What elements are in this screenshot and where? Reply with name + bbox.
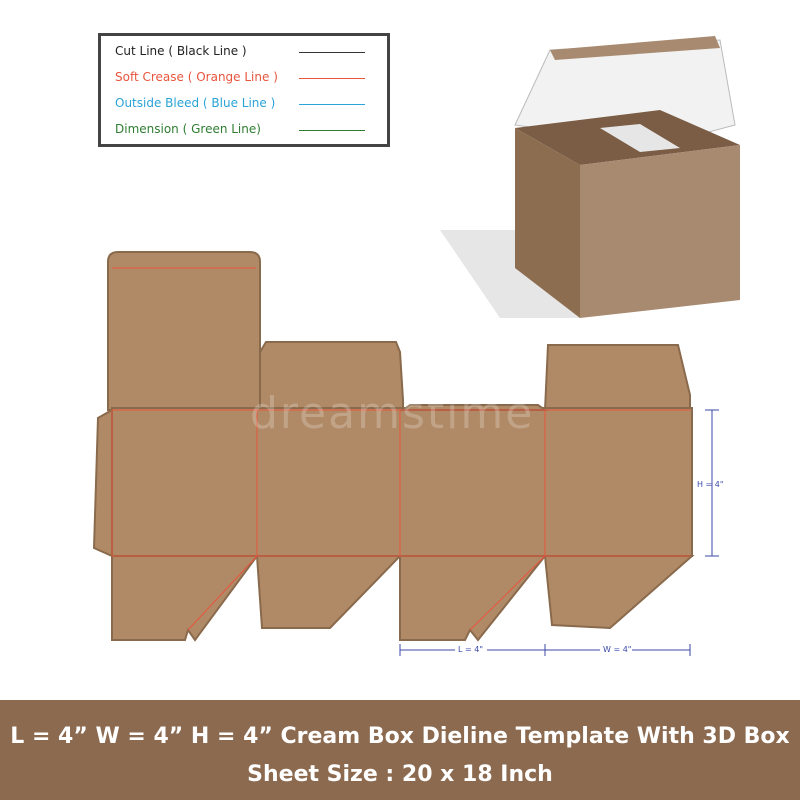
legend-line-sample	[299, 104, 365, 105]
panel-bottom-flap-2	[255, 555, 403, 629]
legend-label: Dimension ( Green Line)	[115, 122, 261, 136]
banner-subtitle: Sheet Size : 20 x 18 Inch	[247, 762, 553, 787]
legend-box: Cut Line ( Black Line ) Soft Crease ( Or…	[98, 33, 390, 147]
crease-line	[187, 555, 258, 631]
panel-dust-flap-2	[543, 344, 691, 411]
dieline-template: H = 4" L = 4" W = 4"	[92, 251, 724, 656]
legend-label: Cut Line ( Black Line )	[115, 44, 247, 58]
box-3d-illustration	[440, 36, 740, 318]
legend-item-soft-crease: Soft Crease ( Orange Line )	[115, 68, 375, 88]
dieline-diagram: H = 4" L = 4" W = 4"	[92, 36, 740, 656]
panel-bottom-flap-1	[111, 555, 259, 642]
crease-line	[469, 555, 546, 631]
legend-line-sample	[299, 78, 365, 79]
legend-line-sample	[299, 52, 365, 53]
legend-label: Outside Bleed ( Blue Line )	[115, 96, 276, 110]
legend-item-dimension: Dimension ( Green Line)	[115, 120, 375, 140]
legend-line-sample	[299, 130, 365, 131]
watermark-text: dreamstime	[250, 388, 535, 439]
box-top-flap	[600, 124, 680, 152]
title-banner: L = 4” W = 4” H = 4” Cream Box Dieline T…	[0, 700, 800, 800]
panel-glue-flap	[92, 408, 113, 558]
box-side-face	[580, 145, 740, 318]
box-lid-tuck	[550, 36, 720, 60]
crease-lines	[111, 267, 690, 631]
length-dimension-label: L = 4"	[458, 645, 483, 654]
panel-main-body	[111, 407, 693, 557]
banner-title: L = 4” W = 4” H = 4” Cream Box Dieline T…	[10, 724, 790, 749]
height-dimension-label: H = 4"	[697, 480, 724, 489]
legend-label: Soft Crease ( Orange Line )	[115, 70, 278, 84]
box-shadow	[440, 230, 580, 318]
legend-item-cut-line: Cut Line ( Black Line )	[115, 42, 375, 62]
panel-bottom-flap-4	[543, 555, 695, 630]
width-dimension-label: W = 4"	[603, 645, 631, 654]
legend-item-outside-bleed: Outside Bleed ( Blue Line )	[115, 94, 375, 114]
panel-top-tuck-flap	[107, 251, 261, 411]
box-front-face	[515, 128, 580, 318]
